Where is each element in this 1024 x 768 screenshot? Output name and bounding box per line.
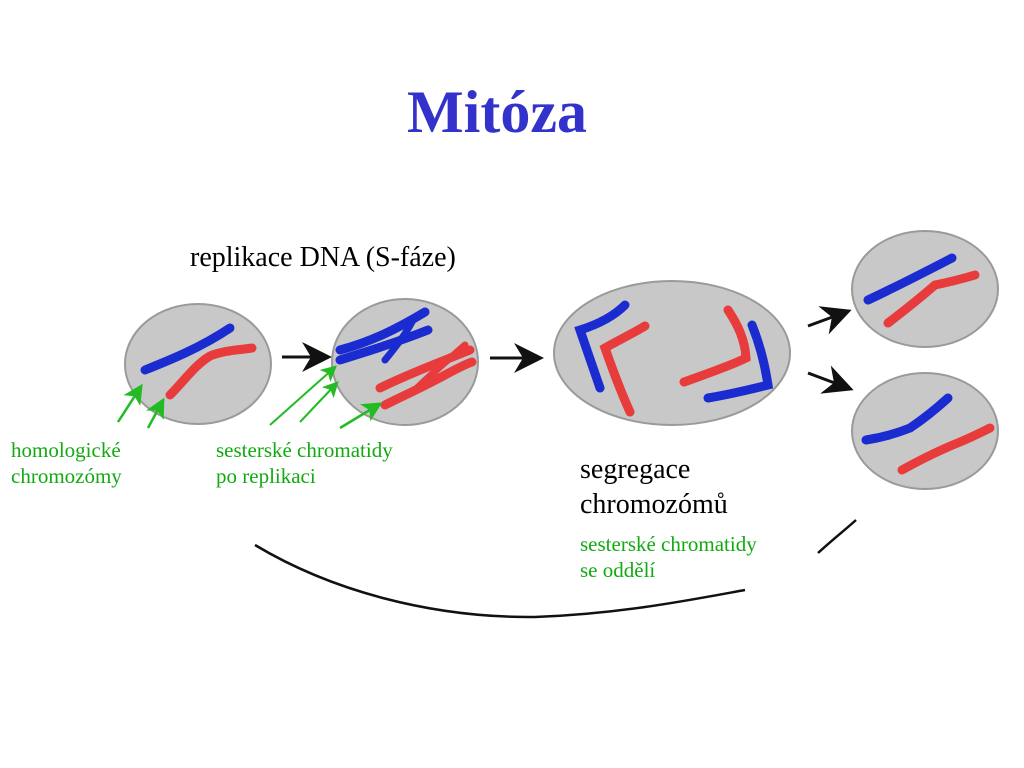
stage-arrow-icon: [807, 365, 854, 394]
chromatid-blue-right: [703, 320, 774, 403]
cell-membrane: [331, 298, 479, 426]
cycle-return-curve: [254, 543, 746, 619]
chromatid-red-1: [375, 345, 475, 393]
stage-arrow-icon: [807, 306, 852, 335]
label-line: sesterské chromatidy: [580, 532, 757, 556]
sisters-separate-label: sesterské chromatidy se oddělí: [580, 531, 757, 584]
segregation-label: segregace chromozómů: [580, 452, 728, 522]
label-line: chromozómů: [580, 489, 728, 520]
chromatid-blue-1: [335, 307, 430, 355]
green-arrow-icon: [299, 381, 339, 423]
chromatid-red-2: [380, 357, 477, 410]
chromatid-blue: [863, 253, 957, 305]
chromatid-red-right: [679, 305, 751, 387]
label-line: po replikaci: [216, 464, 316, 489]
green-arrow-icon: [116, 383, 143, 423]
chromatid-red: [883, 270, 980, 328]
chromatid-red-3: [411, 341, 469, 394]
page-title: Mitóza: [407, 79, 587, 145]
daughter-cell-top: [851, 230, 999, 348]
sister-chromatids-label: sesterské chromatidy po replikaci: [216, 437, 393, 490]
label-line: sesterské chromatidy: [216, 438, 393, 462]
chromatid-blue-2: [335, 325, 433, 365]
pointer-arrows: [116, 365, 383, 430]
chromatid-blue: [861, 393, 953, 445]
homologous-chromosomes-label: homologické chromozómy: [11, 437, 122, 490]
green-arrow-icon: [339, 402, 383, 430]
chromosome-blue: [140, 323, 235, 375]
daughter-cell-bottom: [851, 372, 999, 490]
chromatid-red: [897, 423, 995, 475]
cell-interphase: [124, 303, 272, 425]
green-arrow-icon: [146, 397, 165, 429]
label-line: se oddělí: [580, 558, 656, 583]
green-arrow-icon: [269, 365, 337, 426]
label-line: segregace: [580, 454, 691, 485]
replication-label: replikace DNA (S-fáze): [190, 242, 456, 273]
chromatid-red-left: [599, 321, 650, 417]
cell-s-phase: [331, 298, 479, 426]
cell-membrane: [851, 372, 999, 490]
cell-segregation: [553, 280, 791, 426]
cycle-return-curve-end: [817, 519, 857, 554]
chromatid-blue-left: [574, 300, 630, 393]
label-line: homologické: [11, 438, 121, 462]
chromatid-blue-3: [381, 318, 416, 364]
chromosome-red: [165, 343, 257, 400]
label-line: chromozómy: [11, 464, 122, 489]
